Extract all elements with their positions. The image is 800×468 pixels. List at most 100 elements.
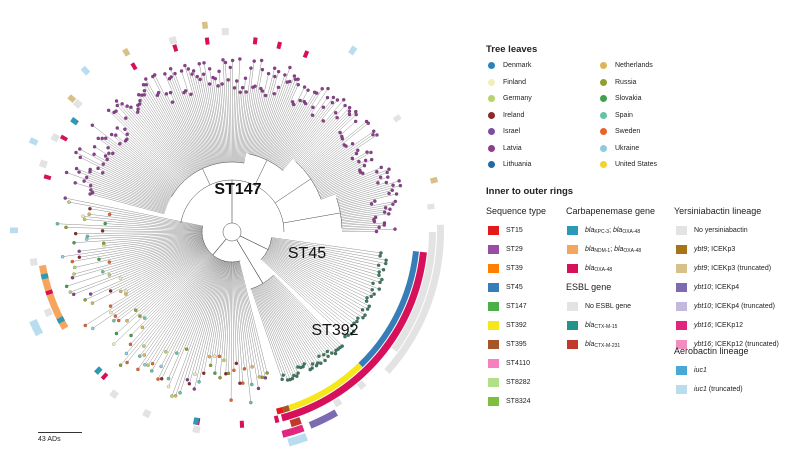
tip-st392 [295,374,299,378]
branch-tip-line [308,143,353,177]
tip-st392 [325,349,330,354]
tip-latvia [64,170,69,175]
branch-tip-line [89,208,203,228]
branch-tip-line [261,284,311,370]
legend-st-st147-label: ST147 [506,303,527,310]
tip-latvia [179,69,184,73]
tip-other [119,289,123,294]
branch-tip-line [115,135,179,188]
tip-other [232,368,236,373]
branch-tip-line [265,253,364,318]
branch-tip-line [341,219,374,223]
branch-tip-line [302,121,356,169]
branch-tip-line [339,200,375,209]
branch-tip-line [157,95,199,171]
legend-ybt-4: ybt10; ICEKp4 [676,283,739,292]
tip-latvia [272,92,276,96]
branch-tip-line [80,157,170,202]
legend-country-netherlands-label: Netherlands [615,62,653,69]
clade-label-st45: ST45 [288,245,326,262]
branch-tip-line [110,244,206,292]
branch-tip-line [236,261,253,367]
branch-tip-line [189,260,225,384]
ring-carbapenemase-mark [276,41,283,50]
branch-tip-line [235,261,252,385]
tip-other [134,308,138,312]
tip-other [156,377,160,381]
branch-tip-line [115,111,184,182]
branch-tip-line [271,276,337,351]
tip-latvia [238,90,243,94]
branch-tip-line [257,74,286,157]
tip-latvia [152,73,157,77]
ring-ybt-truncated [429,176,439,184]
legend-ybt-6-label: ybt16; ICEKp12 [694,322,744,329]
tip-latvia [129,105,133,109]
branch-tip-line [298,111,350,164]
tip-latvia [373,215,378,220]
legend-country-germany-label: Germany [503,95,532,102]
branch-tip-line [151,257,218,371]
branch-tip-line [246,69,263,154]
branch-tip-line [97,168,169,203]
tip-st45 [377,270,381,274]
tip-latvia [101,162,106,166]
tip-latvia [387,167,391,171]
tip-latvia [266,71,271,76]
branch-tip-line [102,138,176,192]
tip-latvia [361,171,365,175]
branch-tip-line [294,112,336,161]
branch-tip-line [210,261,228,366]
tip-latvia [276,85,281,90]
branch-tip-line [126,139,180,186]
tip-other [260,375,265,380]
branch-tip-line [340,209,391,217]
branch-tip-line [319,171,377,196]
branch-tip-line [253,287,291,380]
legend-st-st392-swatch [488,321,499,330]
ring-carbapenemase-mark [45,289,54,296]
tip-latvia [197,62,201,66]
legend-ybt-3-label: ybt9; ICEKp3 (truncated) [694,265,772,272]
branch-tip-line [145,78,198,172]
branch-tip-line [265,101,293,160]
branch-tip-line [317,170,360,191]
branch-tip-line [209,68,223,163]
legend-country-united-states-label: United States [615,161,658,168]
tip-latvia [375,133,379,137]
tip-latvia [142,89,147,93]
branch-tip-line [113,112,183,183]
branch-tip-line [243,60,262,164]
branch-tip-line [267,87,305,161]
branch-tip-line [265,281,321,364]
branch-tip-line [126,254,213,354]
tip-other [150,369,154,373]
branch-tip-line [161,258,220,379]
tip-st45 [363,313,367,317]
tip-latvia [393,199,398,204]
branch-tip-line [187,260,224,380]
tip-latvia [393,227,397,231]
tip-latvia [96,136,100,141]
branch-tip-line [107,159,172,197]
ring-esbl-none-mark [72,98,83,109]
tip-other [187,382,192,386]
branch-tip-line [169,78,206,168]
legend-st-st39: ST39 [488,264,523,273]
tip-st392 [280,377,284,382]
tip-latvia [342,98,346,102]
ring-esbl-none-mark [142,408,152,419]
tip-st45 [369,294,373,299]
branch-tip-line [66,172,167,209]
tip-other [229,398,233,402]
tip-latvia [106,146,110,150]
legend-country-ukraine-swatch [600,144,607,152]
branch-tip-line [247,88,262,154]
tip-latvia [369,202,374,206]
branch-tip-line [108,110,183,183]
tip-latvia [377,225,381,230]
legend-country-israel: Israel [488,128,520,135]
branch-tip-line [339,203,372,211]
tip-other [192,387,197,391]
tip-latvia [356,148,360,153]
